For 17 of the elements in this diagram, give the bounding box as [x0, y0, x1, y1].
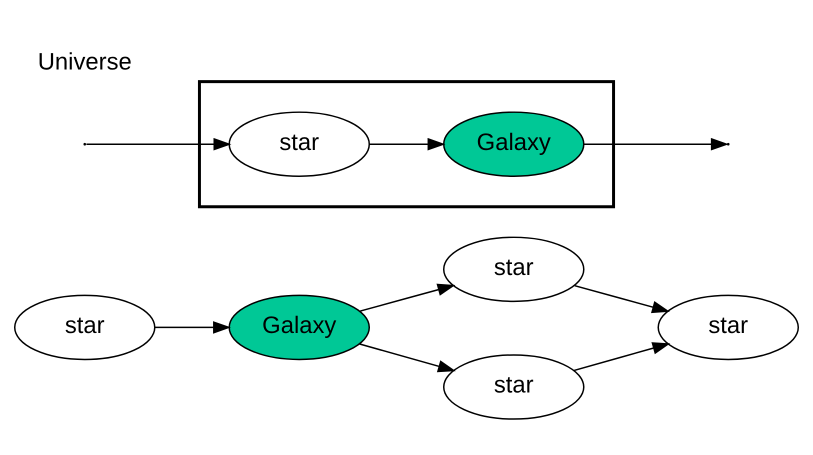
arrow: [584, 137, 729, 150]
node-ellipse: star: [658, 294, 799, 360]
node-ellipse: star: [14, 294, 156, 360]
cluster: [198, 80, 616, 208]
label: Universe: [38, 48, 132, 75]
node-ellipse: star: [443, 236, 584, 302]
node-ellipse: star: [443, 354, 584, 420]
arrow: [574, 284, 670, 313]
node-ellipse: Galaxy: [443, 110, 584, 176]
node-ellipse: Galaxy: [228, 294, 370, 360]
arrow: [86, 137, 232, 150]
arrow: [574, 342, 670, 371]
arrow: [359, 342, 456, 372]
arrow: [154, 320, 231, 334]
node-ellipse: star: [228, 110, 370, 176]
arrow: [360, 283, 456, 312]
arrow: [369, 137, 446, 150]
